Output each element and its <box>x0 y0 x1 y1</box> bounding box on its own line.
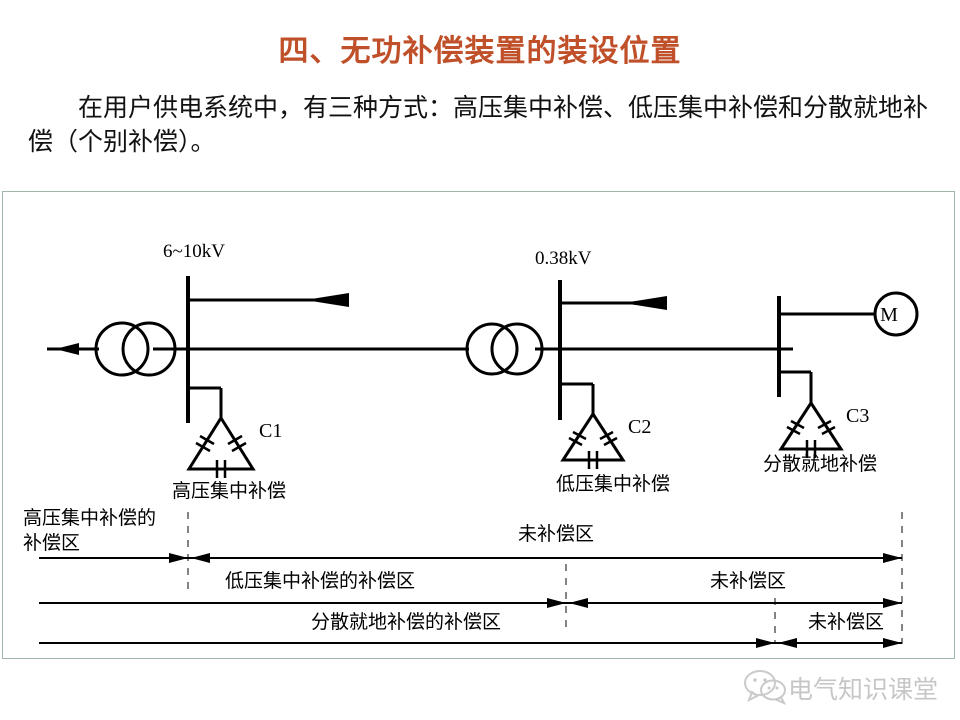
c1-drop-lead <box>188 386 223 418</box>
capacitor-c3-caption: 分散就地补偿 <box>763 453 877 475</box>
capacitor-c2-caption: 低压集中补偿 <box>556 473 670 495</box>
zone-3-uncompensated-label: 未补偿区 <box>808 611 884 633</box>
zone-3-compensated-label: 分散就地补偿的补偿区 <box>311 611 501 633</box>
motor-symbol <box>873 291 919 337</box>
motor-label: M <box>880 304 898 326</box>
zone-row-3 <box>39 638 902 648</box>
c3-drop-lead <box>779 370 813 403</box>
intro-paragraph: 在用户供电系统中，有三种方式：高压集中补偿、低压集中补偿和分散就地补偿（个别补偿… <box>28 95 929 156</box>
c2-drop-lead <box>560 382 595 414</box>
zone-row-2 <box>39 598 902 608</box>
page-title: 四、无功补偿装置的装设位置 <box>278 35 682 68</box>
single-line-diagram: 6~10kV C1 高压集中 <box>23 241 919 648</box>
capacitor-c1-caption: 高压集中补偿 <box>172 480 286 502</box>
zone-1-compensated-label-line2: 补偿区 <box>23 532 80 554</box>
capacitor-c3-tag: C3 <box>846 405 869 427</box>
zone-1-uncompensated-label: 未补偿区 <box>518 523 594 545</box>
watermark: 电气知识课堂 <box>742 666 957 714</box>
capacitor-bank-c3 <box>778 400 844 458</box>
capacitor-c2-tag: C2 <box>628 416 651 438</box>
transformer-2-symbol <box>465 322 544 376</box>
transformer-1-symbol <box>94 321 177 377</box>
zone-boundary-guides <box>187 512 903 644</box>
zone-2-uncompensated-label: 未补偿区 <box>710 570 786 592</box>
hv-feeder-branch <box>188 293 349 307</box>
capacitor-bank-c1 <box>186 415 256 478</box>
hv-voltage-label: 6~10kV <box>163 241 225 262</box>
zone-1-compensated-label-line1: 高压集中补偿的 <box>23 507 156 529</box>
zone-2-compensated-label: 低压集中补偿的补偿区 <box>225 570 415 592</box>
capacitor-bank-c2 <box>560 411 626 469</box>
watermark-text: 电气知识课堂 <box>788 677 939 704</box>
wechat-icon <box>744 670 787 705</box>
lv-voltage-label: 0.38kV <box>535 248 592 269</box>
capacitor-c1-tag: C1 <box>259 420 282 442</box>
diagram-panel: 6~10kV C1 高压集中 <box>2 191 955 659</box>
lv-feeder-branch <box>560 296 667 310</box>
main-feeder-line <box>47 343 793 355</box>
zone-row-1 <box>39 553 902 563</box>
